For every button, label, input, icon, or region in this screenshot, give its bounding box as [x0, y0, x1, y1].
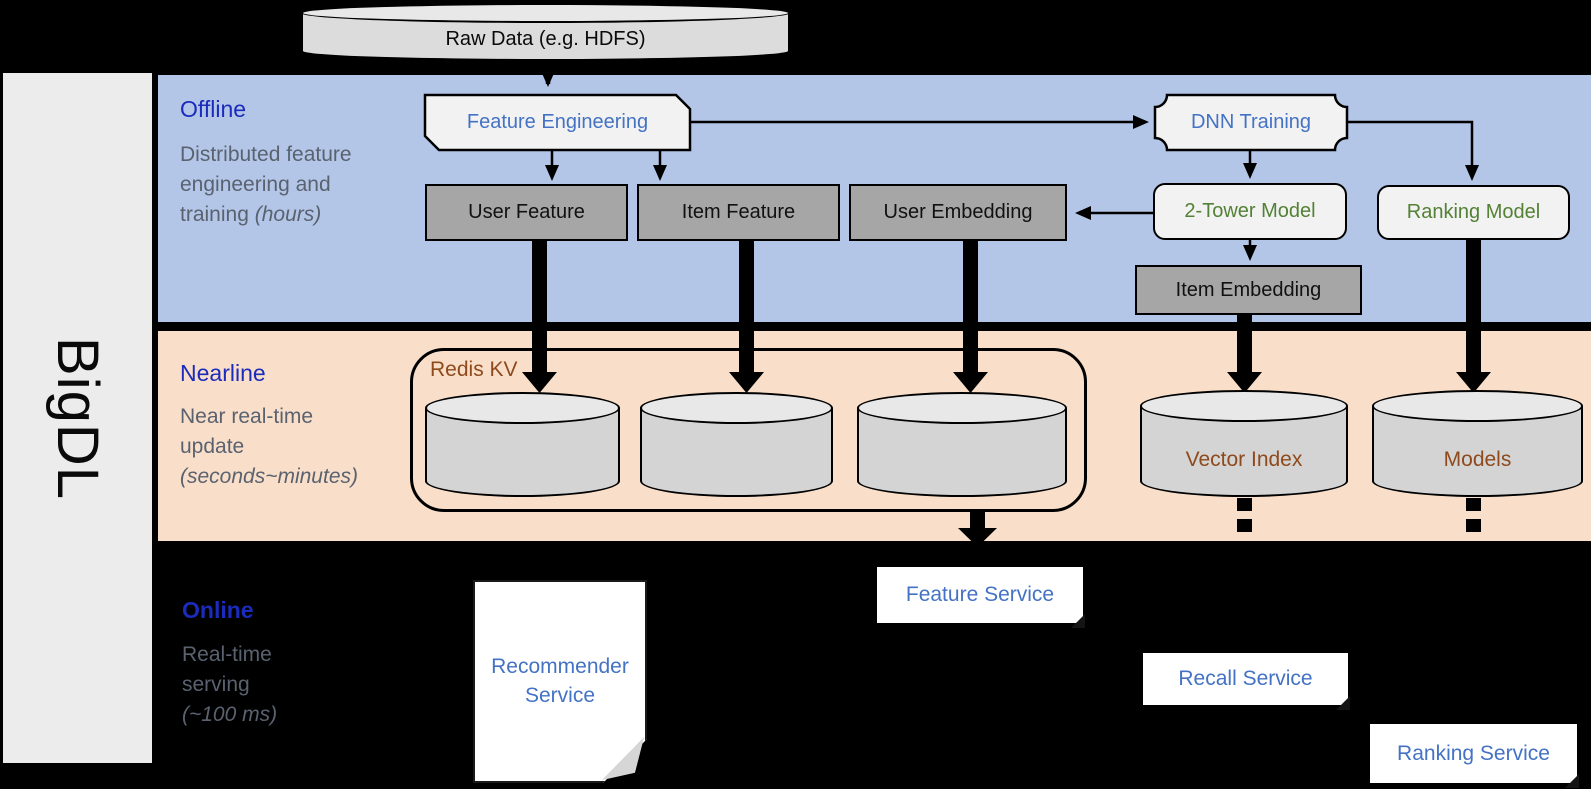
online-lane-title: Online — [182, 597, 254, 623]
node-ranking-service: Ranking Service — [1370, 724, 1579, 788]
nearline-lane-title: Nearline — [180, 360, 266, 386]
nearline-desc-note: (seconds~minutes) — [180, 464, 358, 488]
redis-kv-label: Redis KV — [430, 358, 518, 381]
node-feature-engineering: Feature Engineering — [466, 111, 649, 133]
corner-fold-icon — [1565, 774, 1579, 788]
ranking-service-label: Ranking Service — [1397, 741, 1550, 765]
node-user-embedding: User Embedding — [849, 184, 1067, 241]
sidebar: BigDL — [3, 73, 152, 763]
models-cylinder-top — [1372, 390, 1583, 422]
online-lane-desc: Real-time serving (~100 ms) — [182, 640, 332, 729]
node-item-feature: Item Feature — [637, 184, 840, 241]
raw-data-cylinder-top — [301, 3, 790, 23]
offline-lane-title: Offline — [180, 96, 247, 122]
node-ranking-model: Ranking Model — [1377, 185, 1570, 240]
corner-fold-icon — [1336, 696, 1350, 710]
dnn-training-shape — [1153, 93, 1349, 152]
node-dnn-training: DNN Training — [1190, 111, 1312, 133]
node-recommender-service: Recommender Service — [473, 580, 647, 783]
kv-cylinder-2 — [640, 392, 833, 497]
kv-cylinder-3-top — [857, 392, 1067, 424]
offline-desc-note: (hours) — [254, 202, 322, 226]
nearline-desc-text: Near real-time update — [180, 405, 314, 458]
brand-bigdl: BigDL — [45, 336, 111, 500]
nearline-lane-desc: Near real-time update (seconds~minutes) — [180, 402, 370, 491]
kv-cylinder-1-top — [425, 392, 620, 424]
node-two-tower-model: 2-Tower Model — [1153, 183, 1347, 240]
models-cylinder: Models — [1372, 390, 1583, 497]
redis-kv-container — [410, 348, 1087, 512]
online-desc-text: Real-time serving — [182, 643, 272, 696]
recommender-service-label: Recommender Service — [491, 655, 629, 707]
node-item-embedding: Item Embedding — [1135, 265, 1362, 315]
raw-data-cylinder: Raw Data (e.g. HDFS) — [301, 3, 790, 61]
offline-desc-text: Distributed feature engineering and trai… — [180, 143, 352, 226]
offline-lane-desc: Distributed feature engineering and trai… — [180, 140, 365, 229]
vector-index-label: Vector Index — [1185, 447, 1303, 471]
models-label: Models — [1443, 447, 1512, 471]
node-recall-service: Recall Service — [1143, 653, 1350, 710]
corner-fold-icon — [1071, 614, 1085, 628]
online-desc-note: (~100 ms) — [182, 702, 278, 726]
recall-service-label: Recall Service — [1178, 667, 1313, 690]
kv-cylinder-3 — [857, 392, 1067, 497]
kv-cylinder-2-top — [640, 392, 833, 424]
node-user-feature: User Feature — [425, 184, 628, 241]
vector-index-cylinder: Vector Index — [1140, 390, 1348, 497]
node-feature-service: Feature Service — [877, 567, 1085, 628]
feature-engineering-shape — [423, 93, 692, 152]
raw-data-label: Raw Data (e.g. HDFS) — [445, 27, 646, 50]
kv-cylinder-1 — [425, 392, 620, 497]
vector-index-cylinder-top — [1140, 390, 1348, 422]
feature-service-label: Feature Service — [905, 583, 1055, 606]
